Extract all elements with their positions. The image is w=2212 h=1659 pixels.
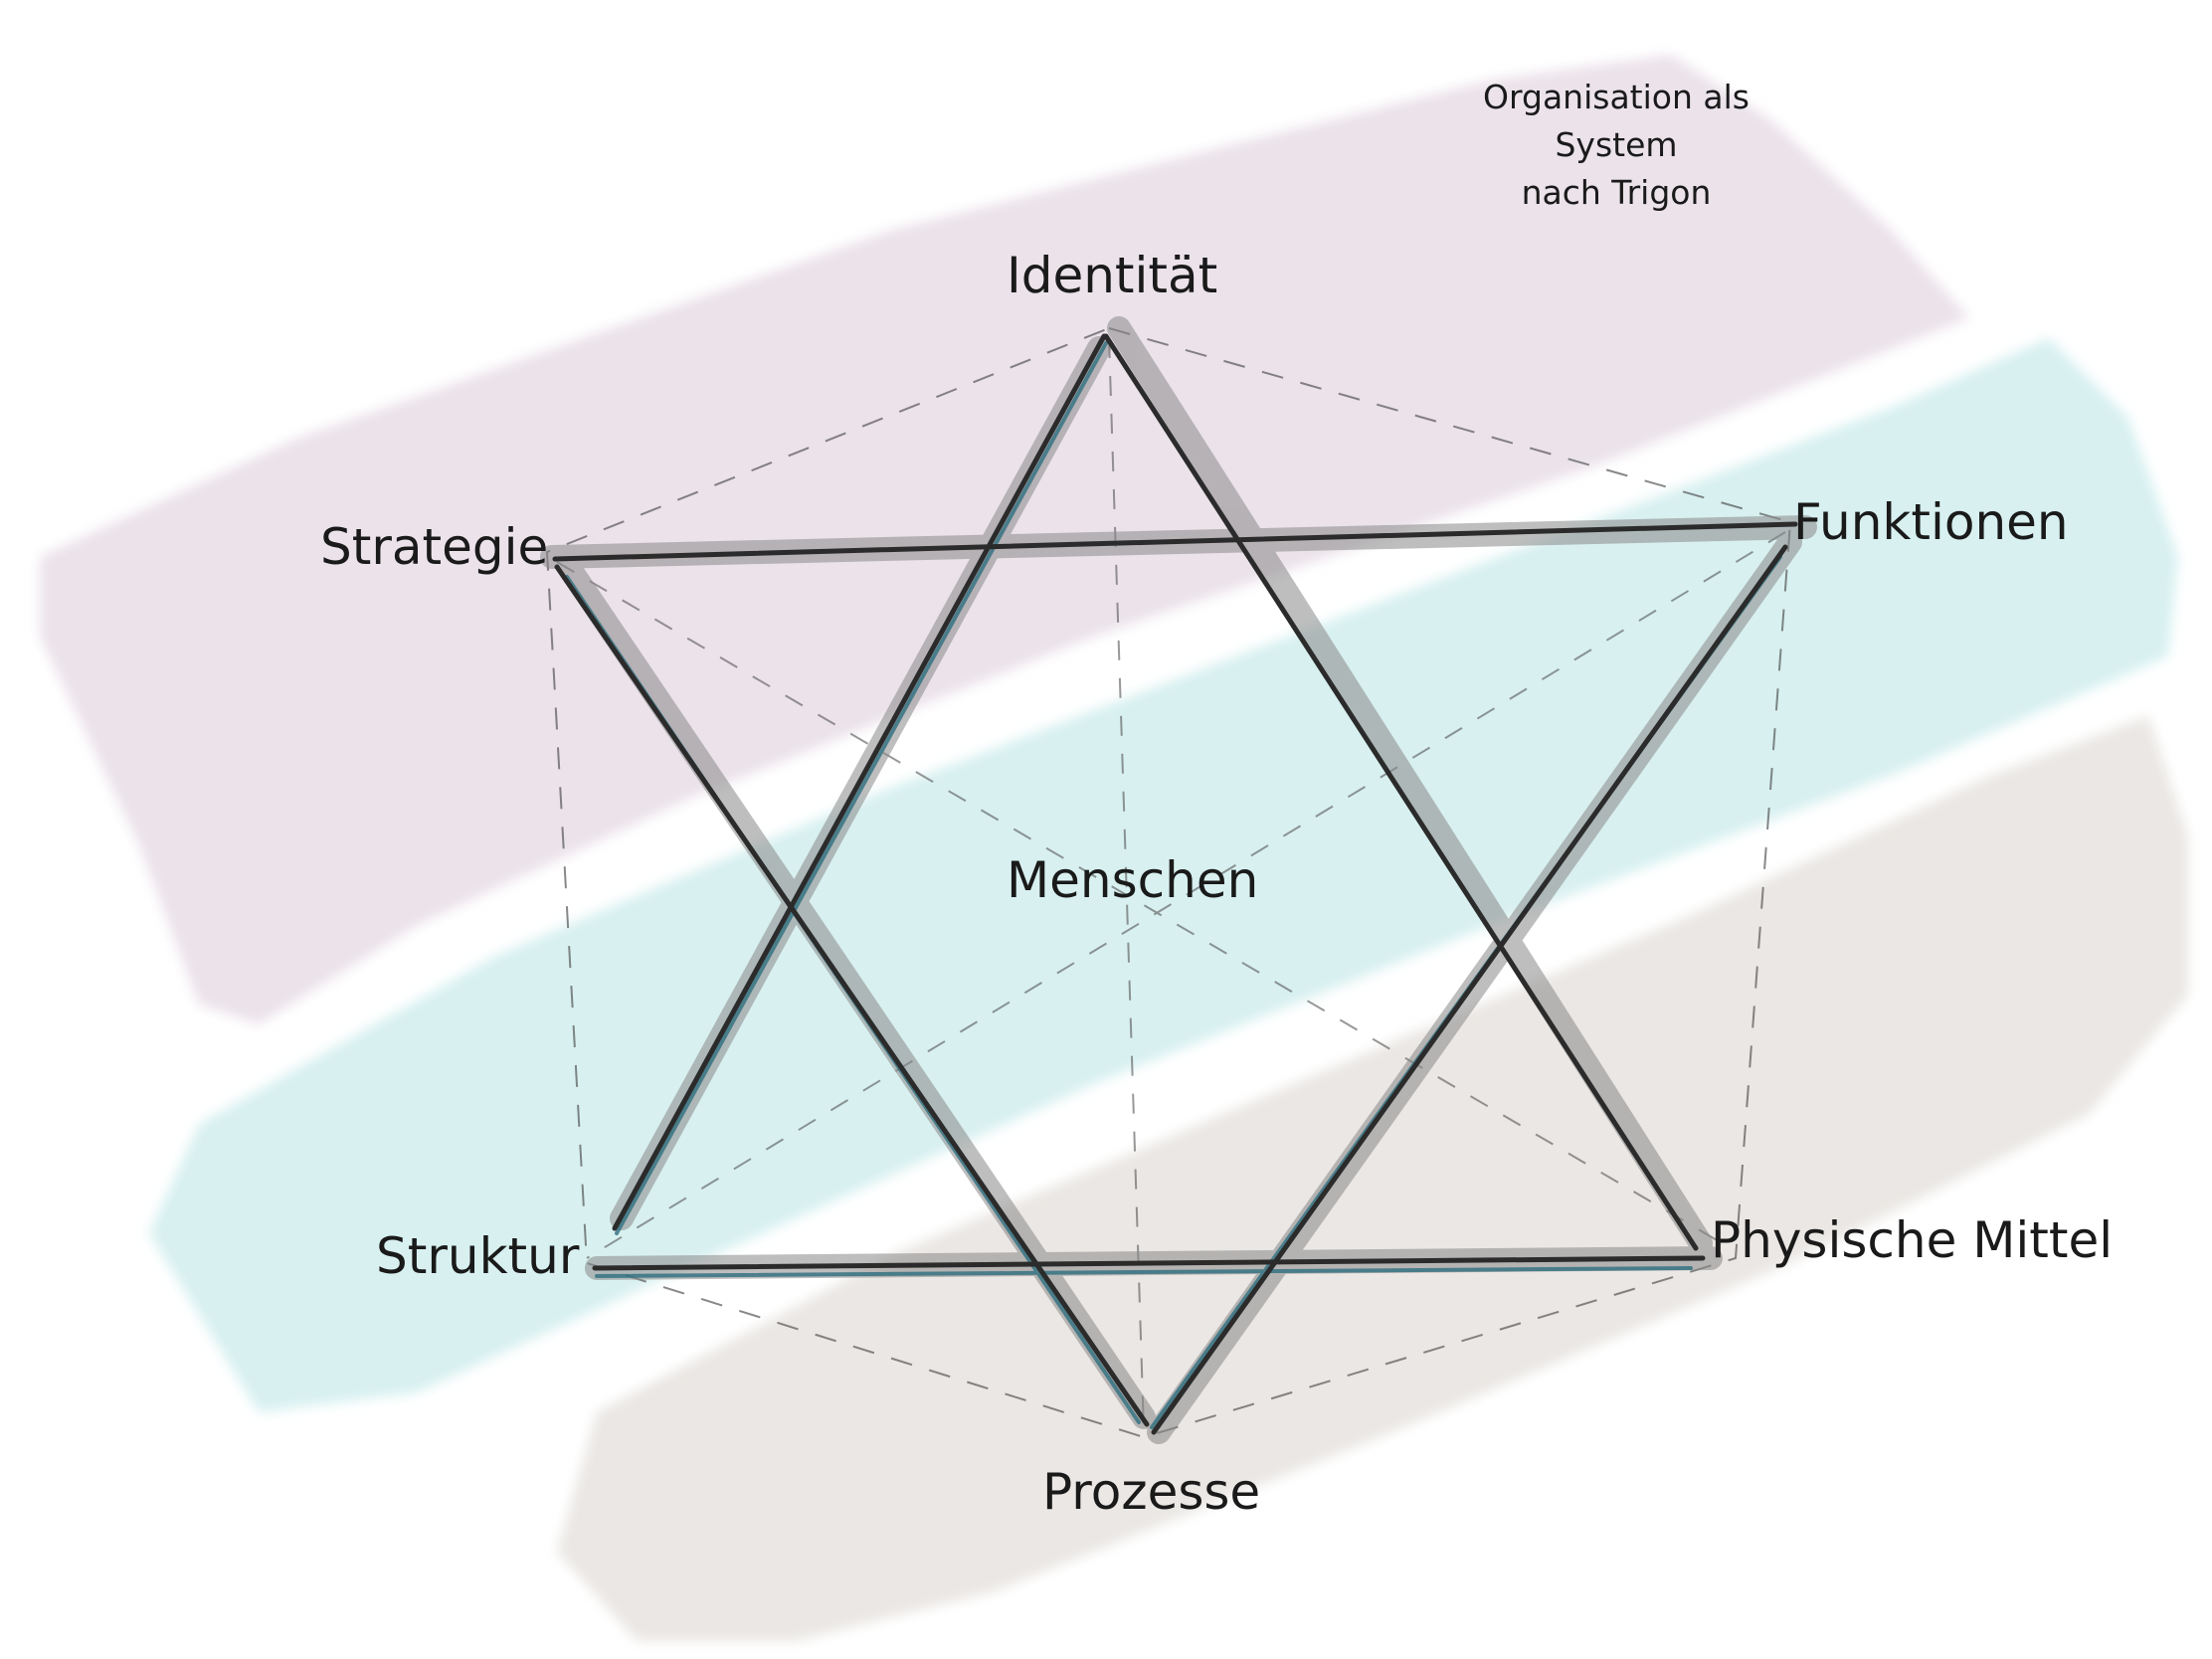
shadow-identitaet-physische xyxy=(1107,316,1713,1255)
inner-diagonals xyxy=(556,337,1786,1433)
title-line-1: Organisation als System xyxy=(1483,78,1750,164)
line-identitaet-physische xyxy=(1103,333,1699,1251)
diagram-title: Organisation als System nach Trigon xyxy=(1422,74,1810,217)
diagonal-identitaet-prozesse xyxy=(1108,337,1145,1433)
band-grey xyxy=(557,716,2188,1641)
teal-physische-struktur xyxy=(595,1266,1693,1278)
teal-struktur-identitaet xyxy=(615,341,1108,1235)
node-struktur: Struktur xyxy=(376,1227,580,1285)
node-prozesse: Prozesse xyxy=(1042,1463,1261,1521)
node-physische-mittel: Physische Mittel xyxy=(1711,1211,2114,1269)
center-menschen: Menschen xyxy=(1007,851,1259,909)
line-struktur-identitaet xyxy=(612,333,1107,1231)
node-funktionen: Funktionen xyxy=(1793,493,2069,551)
star-lines xyxy=(552,333,1798,1435)
line-physische-struktur xyxy=(592,1255,1706,1271)
node-strategie: Strategie xyxy=(320,518,549,576)
line-prozesse-strategie xyxy=(554,564,1150,1427)
line-funktionen-prozesse xyxy=(1151,544,1788,1435)
diagonal-funktionen-struktur xyxy=(586,531,1786,1259)
line-strategie-funktionen xyxy=(552,521,1798,562)
node-identitaet: Identität xyxy=(1007,247,1218,304)
shadow-prozesse-strategie xyxy=(560,560,1156,1429)
title-line-2: nach Trigon xyxy=(1521,173,1712,212)
